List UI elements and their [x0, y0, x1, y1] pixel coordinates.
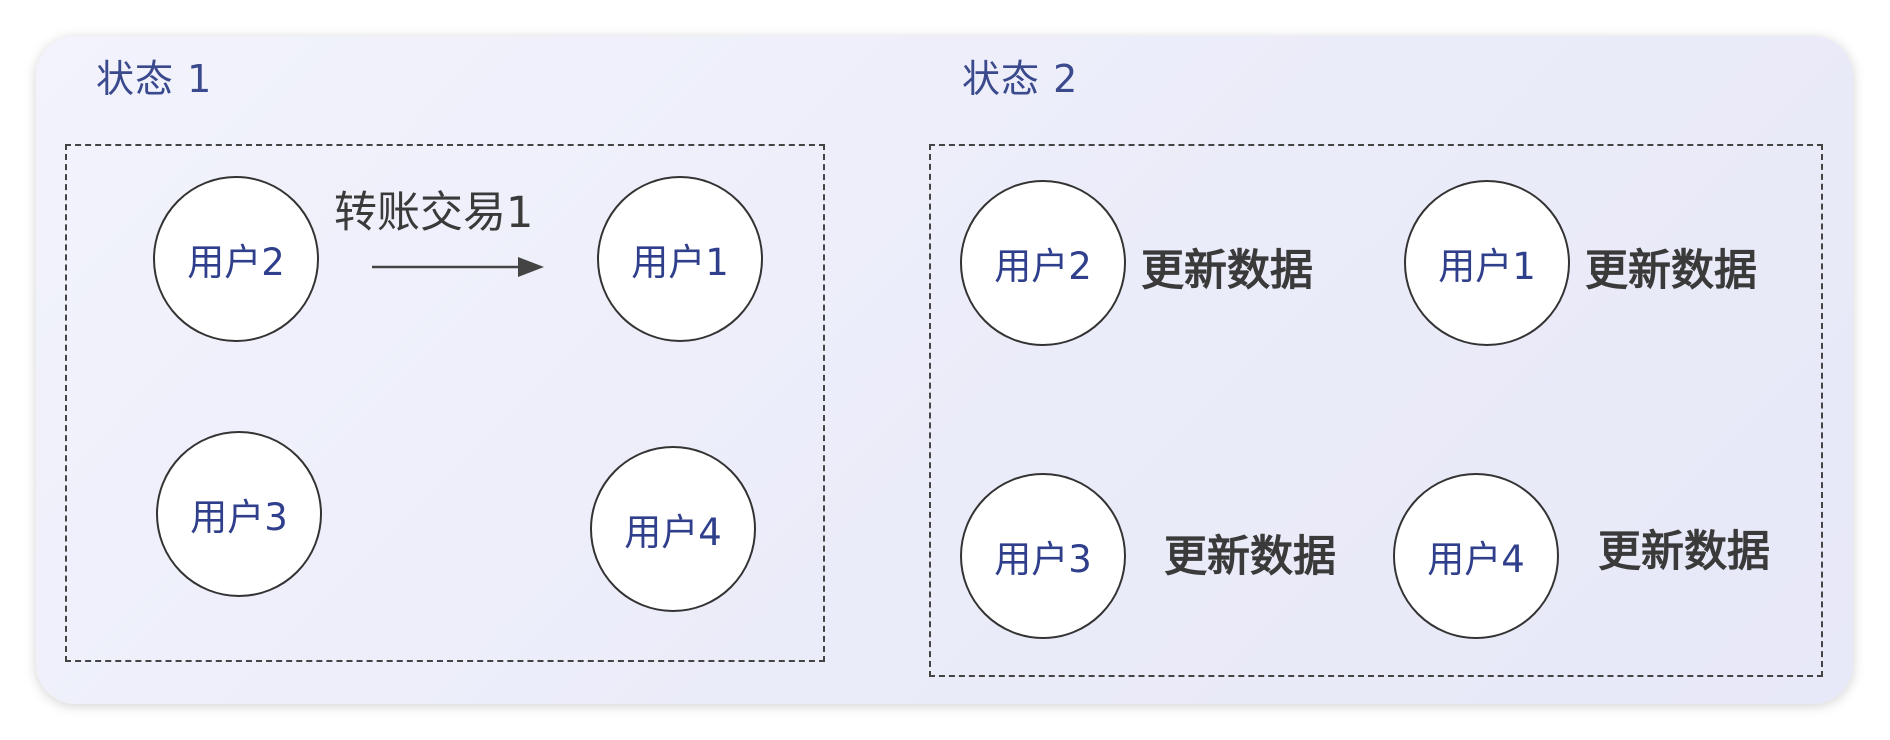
state2-user2-update-label: 更新数据	[1141, 246, 1313, 296]
state1-user4-node: 用户4	[590, 446, 756, 612]
state1-user2-node: 用户2	[153, 176, 319, 342]
state2-user3-update-label: 更新数据	[1164, 532, 1336, 582]
state2-title: 状态 2	[962, 57, 1079, 101]
state2-box	[929, 144, 1823, 677]
transfer-arrow	[372, 257, 544, 277]
state2-user4-update-label: 更新数据	[1598, 527, 1770, 577]
state2-user1-node: 用户1	[1404, 180, 1570, 346]
state1-user1-node: 用户1	[597, 176, 763, 342]
state2-user2-node: 用户2	[960, 180, 1126, 346]
state1-box	[65, 144, 825, 662]
state2-user1-update-label: 更新数据	[1585, 246, 1757, 296]
state1-title: 状态 1	[96, 57, 213, 101]
state1-transaction-label: 转账交易1	[334, 188, 534, 238]
state1-user3-node: 用户3	[156, 431, 322, 597]
state2-user3-node: 用户3	[960, 473, 1126, 639]
state2-user4-node: 用户4	[1393, 473, 1559, 639]
